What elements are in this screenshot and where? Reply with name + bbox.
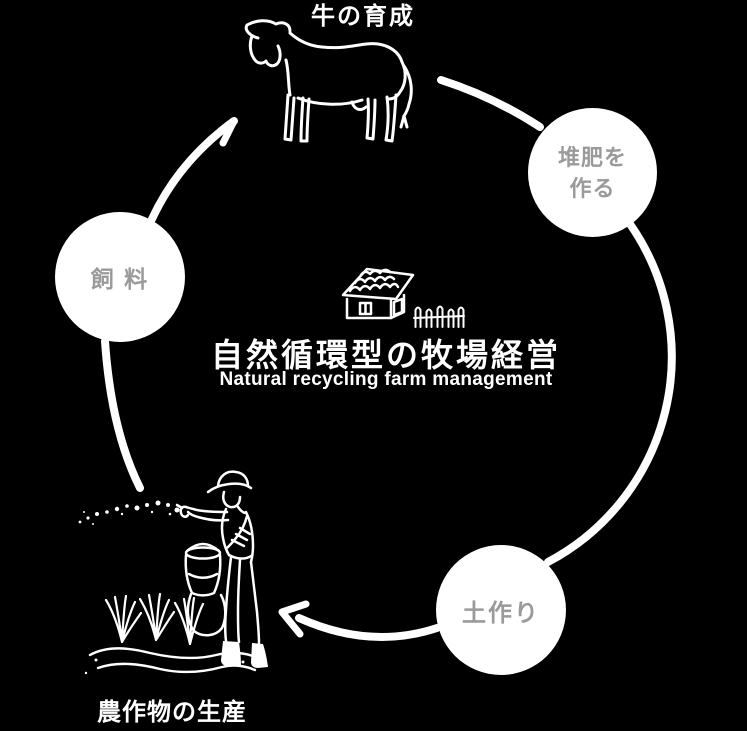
node-compost: 堆肥を 作る — [528, 108, 657, 237]
ground-mounds — [84, 647, 260, 675]
farmer-hat — [206, 482, 253, 494]
arc-feed-to-cattle — [148, 117, 238, 223]
diagram-subtitle: Natural recycling farm management — [219, 369, 553, 390]
grass-tufts — [104, 592, 205, 646]
arc-compost-to-soil — [544, 220, 676, 566]
arrowhead-feed-to-cattle-icon — [219, 117, 238, 147]
node-soil: 土作り — [436, 545, 566, 675]
label-cattle-raising: 牛の育成 — [311, 3, 415, 30]
label-crop-production: 農作物の生産 — [97, 699, 247, 726]
picket-fence-icon — [413, 305, 465, 328]
node-compost-label-line2: 作る — [569, 175, 616, 201]
arc-cattle-to-compost — [437, 76, 544, 131]
cow-icon — [244, 19, 413, 143]
bucket-handle — [185, 542, 221, 553]
arrowhead-soil-to-crops-icon — [278, 600, 310, 638]
farmer-boots — [221, 641, 268, 668]
node-soil-label: 土作り — [462, 599, 540, 627]
arc-crops-to-feed — [101, 337, 144, 492]
farmer-sowing-seeds-icon — [78, 470, 268, 675]
node-feed: 飼 料 — [55, 212, 185, 342]
node-compost-label-line1: 堆肥を — [557, 144, 627, 170]
seed-dots — [78, 500, 180, 525]
node-feed-label: 飼 料 — [90, 266, 150, 292]
farm-house-icon — [341, 267, 415, 320]
diagram-title: 自然循環型の牧場経営 — [210, 337, 562, 373]
arc-soil-to-crops — [295, 614, 441, 641]
